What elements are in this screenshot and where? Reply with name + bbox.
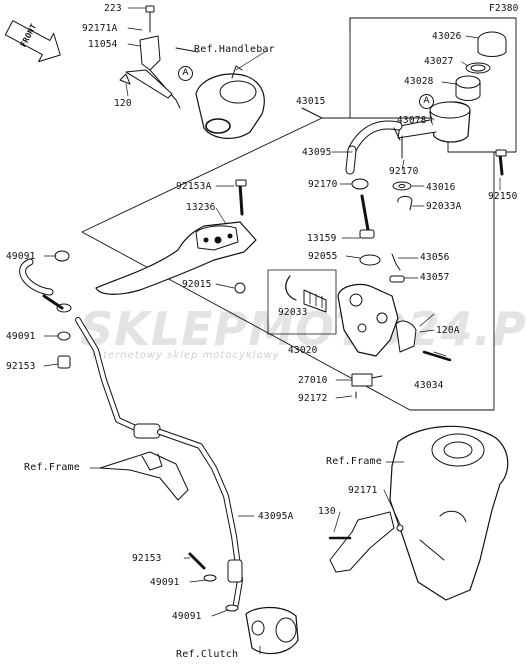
part-27010[interactable]: 27010 <box>298 375 328 386</box>
master-cylinder-body <box>285 275 452 399</box>
part-43057[interactable]: 43057 <box>420 272 450 283</box>
part-49091-mid[interactable]: 49091 <box>6 331 36 342</box>
part-49091-top[interactable]: 49091 <box>6 251 36 262</box>
part-13159[interactable]: 13159 <box>307 233 337 244</box>
part-43095[interactable]: 43095 <box>302 147 332 158</box>
part-92015[interactable]: 92015 <box>182 279 212 290</box>
diagram-code: F2380 <box>489 3 519 14</box>
reservoir-hose <box>345 120 403 175</box>
part-120[interactable]: 120 <box>114 98 132 109</box>
part-43056[interactable]: 43056 <box>420 252 450 263</box>
part-92170-upper[interactable]: 92170 <box>389 166 419 177</box>
part-92055[interactable]: 92055 <box>308 251 338 262</box>
part-92033a[interactable]: 92033A <box>426 201 462 212</box>
handlebar-switch-group <box>119 5 265 139</box>
part-92153a[interactable]: 92153A <box>176 181 212 192</box>
ref-handlebar[interactable]: Ref.Handlebar <box>194 44 275 55</box>
frame-right <box>328 425 509 601</box>
master-cylinder-small-parts <box>234 149 507 294</box>
subassembly-box <box>267 269 337 335</box>
part-49091-lower[interactable]: 49091 <box>150 577 180 588</box>
clutch-lever <box>95 221 257 295</box>
assembly-outline <box>81 117 495 411</box>
callout-a-left: A <box>178 66 193 81</box>
watermark-tagline: internetowy sklep motocyklowy <box>92 350 280 361</box>
part-92171[interactable]: 92171 <box>348 485 378 496</box>
part-92171a[interactable]: 92171A <box>82 23 118 34</box>
part-13236[interactable]: 13236 <box>186 202 216 213</box>
frame-bracket-left <box>99 451 189 501</box>
watermark-brand: SKLEPMOTO24.PL <box>80 302 528 356</box>
ref-clutch[interactable]: Ref.Clutch <box>176 649 239 660</box>
ref-frame-right[interactable]: Ref.Frame <box>326 456 382 467</box>
clutch-slave-cylinder <box>245 606 299 655</box>
part-43027[interactable]: 43027 <box>424 56 454 67</box>
part-43034[interactable]: 43034 <box>414 380 444 391</box>
part-43028[interactable]: 43028 <box>404 76 434 87</box>
part-92153-bottom[interactable]: 92153 <box>132 553 162 564</box>
part-92033[interactable]: 92033 <box>278 307 308 318</box>
callout-a-right: A <box>419 94 434 109</box>
ref-frame-left[interactable]: Ref.Frame <box>24 462 80 473</box>
part-43015[interactable]: 43015 <box>296 96 326 107</box>
reservoir-group <box>397 31 507 143</box>
part-43095a[interactable]: 43095A <box>258 511 294 522</box>
part-11054[interactable]: 11054 <box>88 39 118 50</box>
part-49091-bottom[interactable]: 49091 <box>172 611 202 622</box>
part-92150[interactable]: 92150 <box>488 191 518 202</box>
part-223[interactable]: 223 <box>104 3 122 14</box>
part-92153-left[interactable]: 92153 <box>6 361 36 372</box>
part-130[interactable]: 130 <box>318 506 336 517</box>
front-arrow-icon <box>4 20 61 63</box>
clutch-hose <box>19 250 243 612</box>
part-92170-lower[interactable]: 92170 <box>308 179 338 190</box>
leader-lines <box>43 7 501 655</box>
part-92172[interactable]: 92172 <box>298 393 328 404</box>
part-43026[interactable]: 43026 <box>432 31 462 42</box>
part-43016[interactable]: 43016 <box>426 182 456 193</box>
part-43078[interactable]: 43078 <box>397 115 427 126</box>
part-120a[interactable]: 120A <box>436 325 460 336</box>
part-43020[interactable]: 43020 <box>288 345 318 356</box>
